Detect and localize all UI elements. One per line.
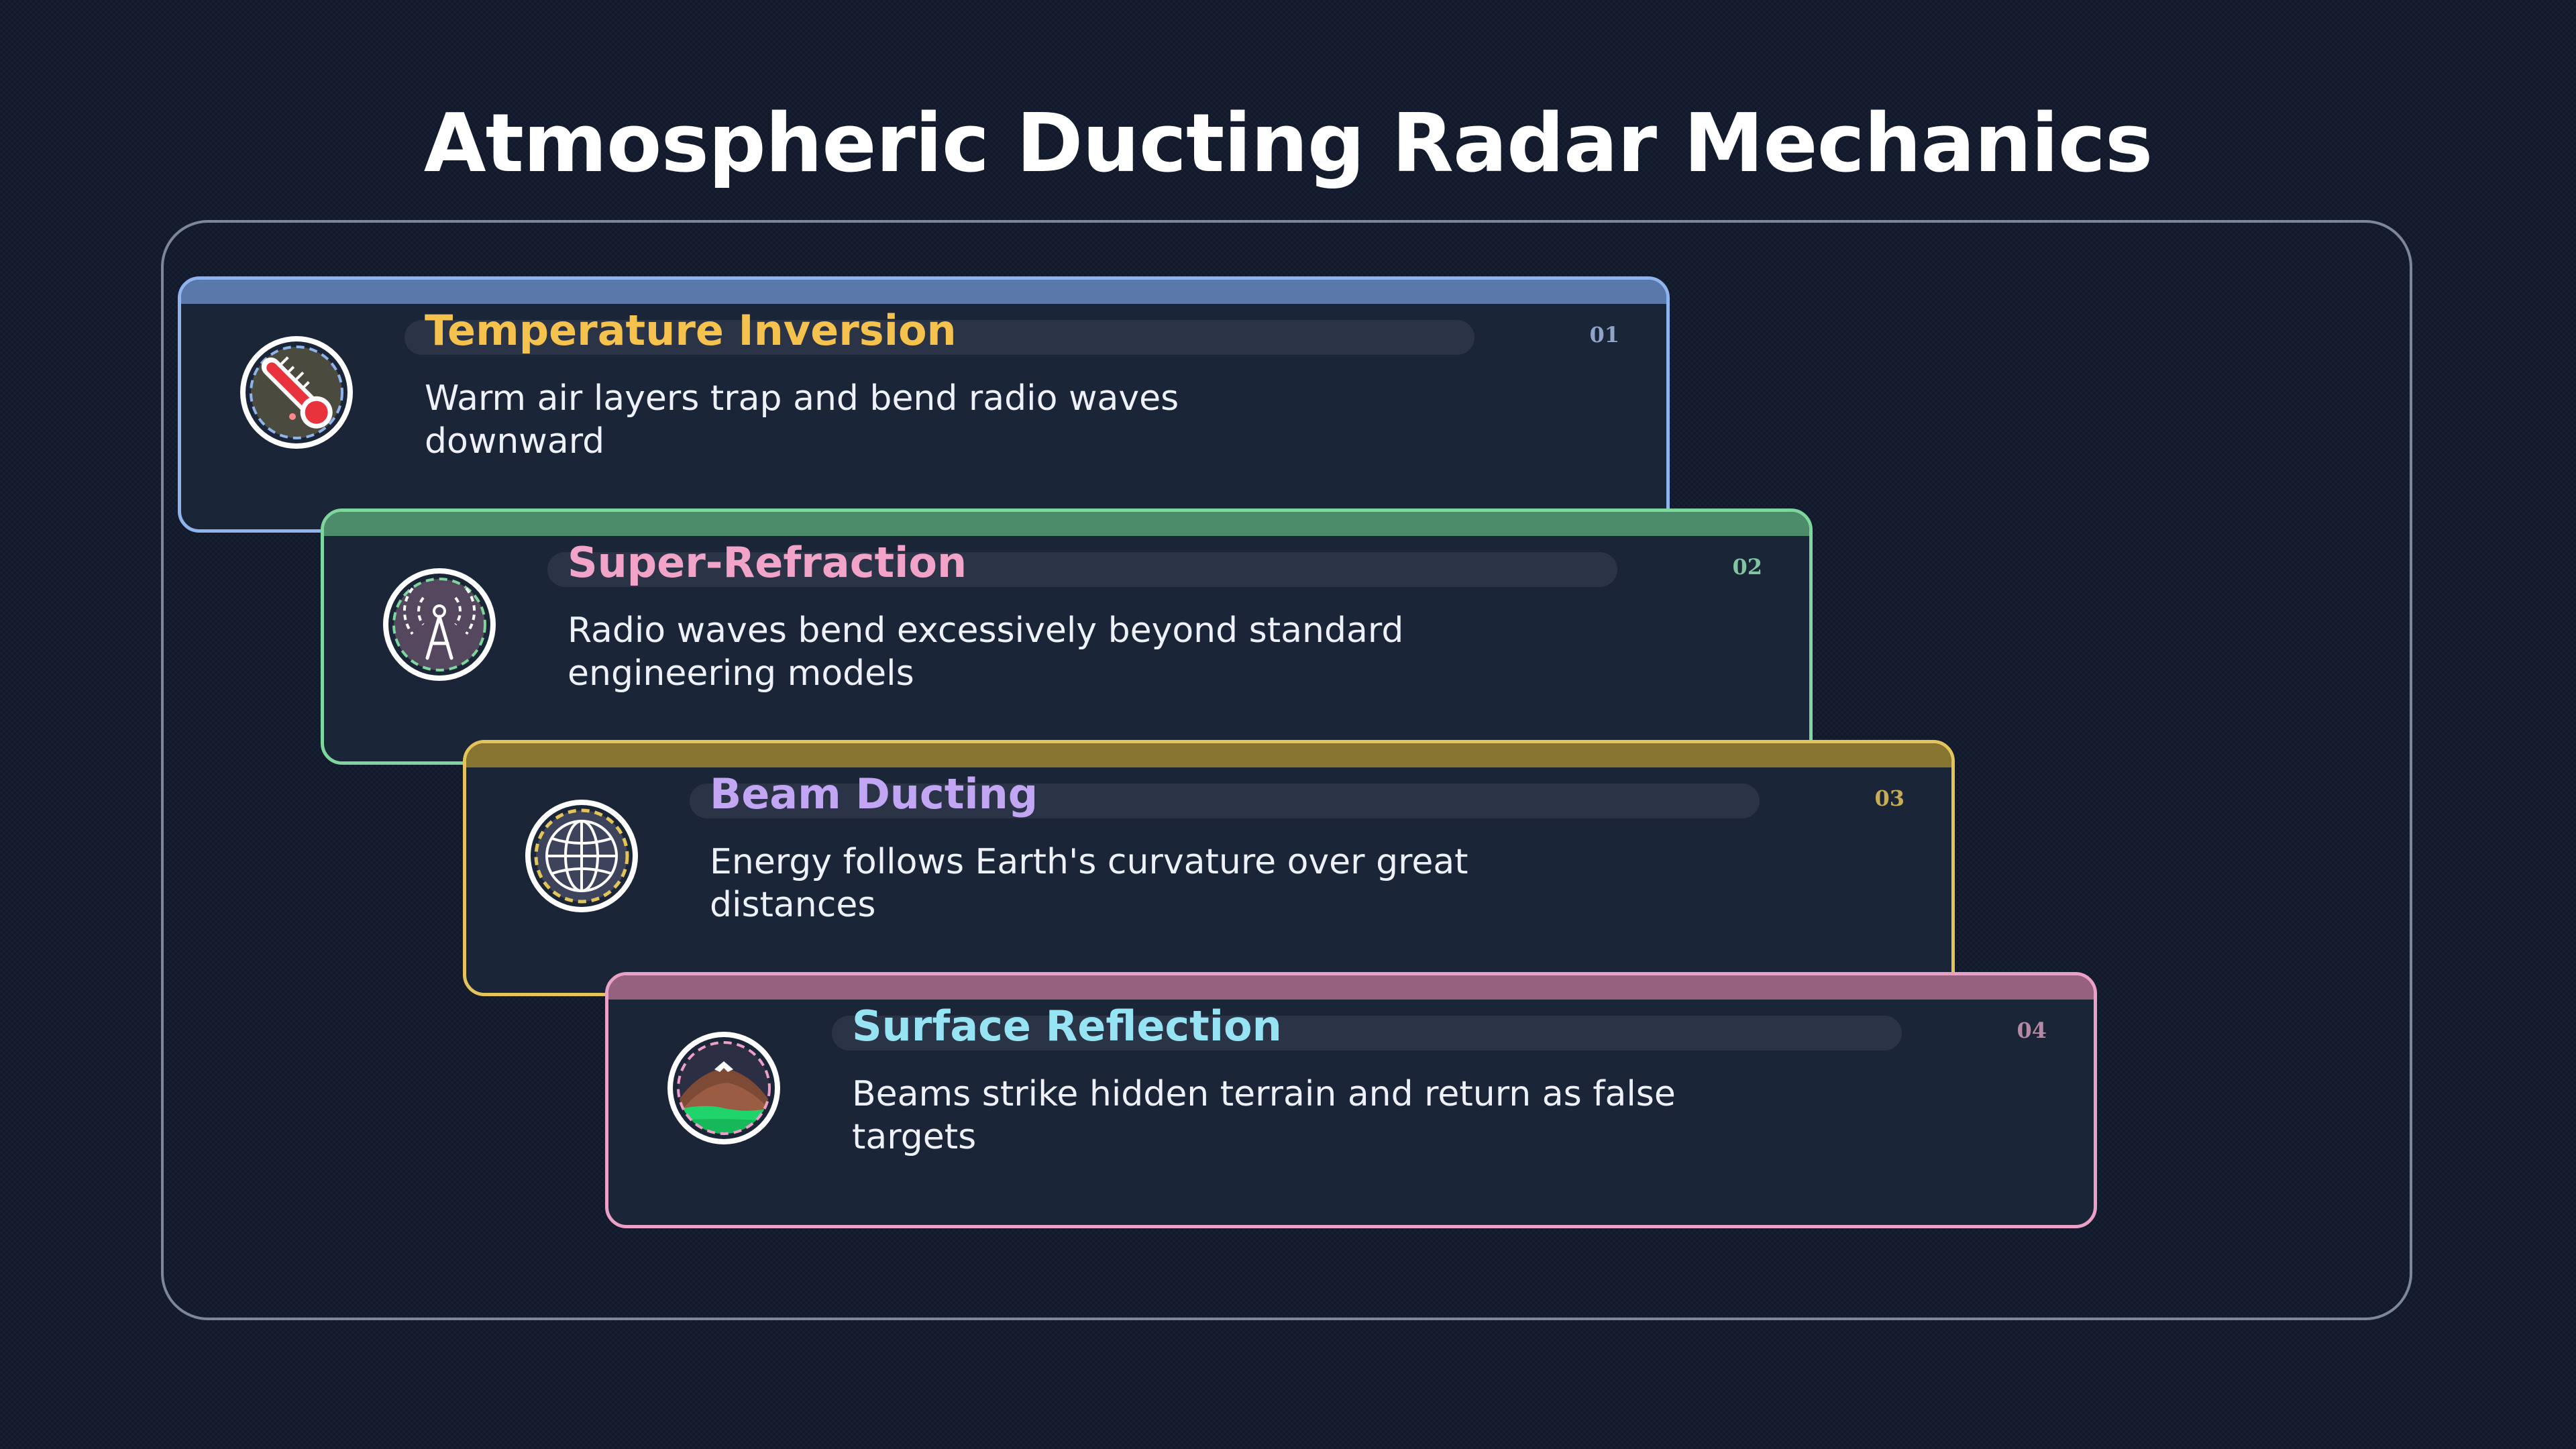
card-number: 02 (1732, 554, 1762, 580)
card-title-track (405, 320, 1474, 355)
card-description: Energy follows Earth's curvature over gr… (710, 842, 1468, 925)
card-number: 01 (1589, 322, 1619, 347)
card-header-bar (608, 975, 2094, 1000)
step-card-temperature-inversion: Temperature Inversion 01 Warm air layers… (178, 276, 1670, 533)
card-header-bar (181, 280, 1666, 304)
page-title: Atmospheric Ducting Radar Mechanics (423, 97, 2153, 191)
card-title-track (547, 552, 1617, 587)
card-number: 04 (2017, 1018, 2047, 1043)
mountain-icon (663, 1028, 784, 1148)
card-title-track (832, 1016, 1902, 1051)
antenna-tower-icon (379, 564, 500, 685)
card-title: Surface Reflection (852, 1002, 1282, 1051)
card-title-track (690, 784, 1760, 818)
card-description: Warm air layers trap and bend radio wave… (425, 378, 1179, 462)
diagram-frame (161, 220, 2412, 1320)
card-header-bar (324, 512, 1809, 536)
card-header-bar (466, 743, 1951, 767)
card-description: Beams strike hidden terrain and return a… (852, 1074, 1676, 1157)
step-card-surface-reflection: Surface Reflection 04 Beams strike hidde… (605, 972, 2097, 1228)
step-card-beam-ducting: Beam Ducting 03 Energy follows Earth's c… (463, 740, 1955, 996)
globe-icon (521, 796, 642, 916)
thermometer-icon (236, 332, 357, 453)
card-description: Radio waves bend excessively beyond stan… (568, 610, 1404, 694)
card-title: Temperature Inversion (425, 306, 957, 355)
card-title: Super-Refraction (568, 538, 967, 587)
card-number: 03 (1874, 786, 1904, 811)
step-card-super-refraction: Super-Refraction 02 Radio waves bend exc… (321, 508, 1813, 765)
card-title: Beam Ducting (710, 769, 1038, 818)
